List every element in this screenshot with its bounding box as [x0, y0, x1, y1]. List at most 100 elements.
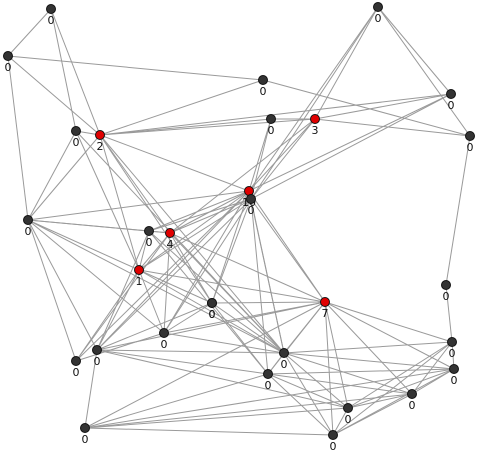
- graph-edge: [445, 284, 453, 343]
- graph-edge: [332, 341, 453, 436]
- graph-edge: [138, 230, 150, 271]
- node-marker[interactable]: [343, 403, 353, 413]
- node-marker[interactable]: [207, 298, 217, 308]
- node-marker[interactable]: [328, 430, 338, 440]
- graph-node[interactable]: 0: [447, 337, 457, 361]
- node-marker[interactable]: [407, 389, 417, 399]
- graph-edge: [211, 302, 269, 375]
- graph-node[interactable]: 4: [165, 228, 175, 252]
- graph-edge: [99, 93, 452, 136]
- node-marker[interactable]: [46, 4, 56, 14]
- node-label: 0: [5, 61, 12, 74]
- highlighted-node-marker[interactable]: [134, 265, 144, 275]
- graph-edge: [324, 301, 453, 343]
- graph-edge: [377, 6, 471, 137]
- node-label: 0: [209, 308, 216, 321]
- node-label: 7: [322, 307, 329, 320]
- node-label: 1: [136, 275, 143, 288]
- node-label: 0: [73, 136, 80, 149]
- graph-node[interactable]: 0: [207, 298, 217, 322]
- graph-node[interactable]: 0: [144, 226, 154, 250]
- highlighted-node-marker[interactable]: [165, 228, 175, 238]
- graph-node[interactable]: 3: [310, 114, 320, 138]
- graph-node[interactable]: 0: [3, 51, 13, 75]
- node-label: 0: [451, 374, 458, 387]
- node-marker[interactable]: [373, 2, 383, 12]
- node-marker[interactable]: [71, 126, 81, 136]
- graph-node[interactable]: 0: [23, 215, 33, 239]
- node-marker[interactable]: [3, 51, 13, 61]
- node-marker[interactable]: [441, 280, 451, 290]
- graph-node[interactable]: 0: [71, 126, 81, 150]
- graph-node[interactable]: 0: [246, 194, 256, 218]
- graph-node[interactable]: 0: [446, 89, 456, 113]
- graph-edge: [250, 198, 269, 375]
- graph-node[interactable]: 0: [159, 328, 169, 352]
- graph-node[interactable]: 0: [449, 364, 459, 388]
- graph-edge: [75, 130, 140, 271]
- node-label: 0: [375, 12, 382, 25]
- node-marker[interactable]: [266, 114, 276, 124]
- graph-node[interactable]: 0: [373, 2, 383, 26]
- graph-node[interactable]: 0: [71, 356, 81, 380]
- graph-edge: [138, 269, 285, 354]
- graph-edge: [377, 6, 452, 95]
- graph-node[interactable]: 0: [92, 345, 102, 369]
- graph-node[interactable]: 0: [266, 114, 276, 138]
- node-marker[interactable]: [159, 328, 169, 338]
- graph-edge: [96, 349, 269, 375]
- graph-node[interactable]: 2: [95, 130, 105, 154]
- graph-edge: [96, 190, 250, 351]
- graph-edge: [138, 198, 252, 271]
- graph-edge: [411, 341, 453, 395]
- node-marker[interactable]: [258, 75, 268, 85]
- node-marker[interactable]: [449, 364, 459, 374]
- graph-node[interactable]: 0: [465, 131, 475, 155]
- graph-node[interactable]: 0: [441, 280, 451, 304]
- node-marker[interactable]: [446, 89, 456, 99]
- highlighted-node-marker[interactable]: [320, 297, 330, 307]
- node-marker[interactable]: [246, 194, 256, 204]
- graph-edge: [332, 407, 349, 436]
- graph-edge: [138, 190, 250, 271]
- node-marker[interactable]: [92, 345, 102, 355]
- graph-node[interactable]: 0: [343, 403, 353, 427]
- graph-node[interactable]: 7: [320, 297, 330, 321]
- graph-node[interactable]: 0: [263, 369, 273, 393]
- graph-edge: [169, 232, 326, 303]
- graph-edge: [445, 135, 471, 286]
- node-marker[interactable]: [263, 369, 273, 379]
- highlighted-node-marker[interactable]: [95, 130, 105, 140]
- graph-edge: [332, 368, 455, 436]
- graph-node[interactable]: 0: [46, 4, 56, 28]
- graph-node[interactable]: 0: [258, 75, 268, 99]
- node-marker[interactable]: [23, 215, 33, 225]
- graph-node[interactable]: 0: [328, 430, 338, 453]
- graph-edge: [211, 302, 285, 354]
- graph-edge: [169, 118, 316, 234]
- node-marker[interactable]: [279, 348, 289, 358]
- graph-edge: [169, 198, 252, 234]
- node-marker[interactable]: [80, 423, 90, 433]
- graph-edge: [99, 118, 316, 136]
- node-marker[interactable]: [71, 356, 81, 366]
- graph-edge: [96, 302, 213, 351]
- graph-edge: [27, 219, 165, 334]
- node-marker[interactable]: [465, 131, 475, 141]
- node-label: 2: [97, 140, 104, 153]
- graph-edge: [7, 55, 29, 221]
- graph-node[interactable]: 0: [80, 423, 90, 447]
- graph-node[interactable]: 1: [134, 265, 144, 289]
- graph-edge: [347, 341, 453, 409]
- graph-edge: [347, 368, 455, 409]
- graph-edge: [27, 219, 150, 232]
- graph-edge: [148, 190, 250, 232]
- node-marker[interactable]: [144, 226, 154, 236]
- graph-node[interactable]: 0: [279, 348, 289, 372]
- graph-node[interactable]: 0: [407, 389, 417, 413]
- highlighted-node-marker[interactable]: [310, 114, 320, 124]
- node-label: 0: [146, 236, 153, 249]
- node-label: 0: [330, 440, 337, 453]
- node-marker[interactable]: [447, 337, 457, 347]
- graph-edge: [283, 352, 413, 395]
